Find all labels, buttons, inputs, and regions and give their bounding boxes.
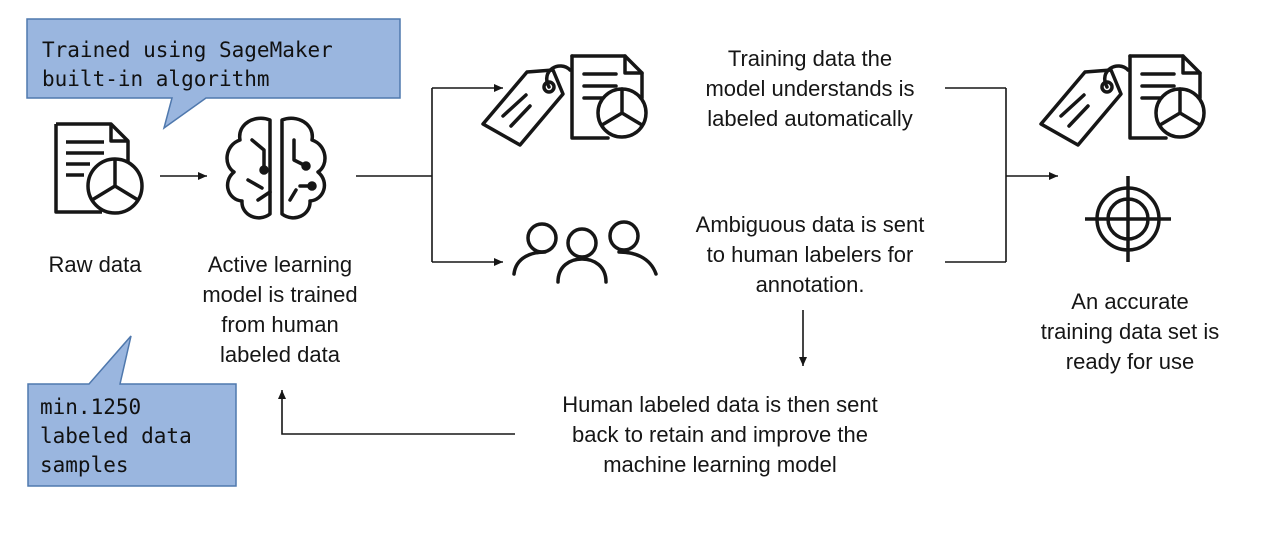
active-model-label: Active learning model is trained from hu… [202,252,358,367]
result-label: An accurate training data set is ready f… [1040,289,1220,374]
callout-top-text: Trained using SageMaker built-in algorit… [42,38,333,91]
people-group-icon [512,220,658,284]
callout-bottom [27,335,237,487]
document-pie-chart-icon [54,122,144,215]
tagged-document-icon-result [1039,54,1206,147]
ambiguous-label: Ambiguous data is sent to human labelers… [695,212,925,297]
tagged-document-icon [481,54,648,147]
callout-top [26,18,401,130]
brain-circuit-icon [225,116,327,220]
target-crosshair-icon [1085,176,1171,262]
raw-data-label: Raw data [48,252,142,277]
auto-labeled-label: Training data the model understands is l… [705,46,915,131]
callout-bottom-text: min.1250 labeled data samples [40,395,192,477]
feedback-label: Human labeled data is then sent back to … [562,392,878,477]
connectors [160,84,1058,435]
arrow-feedback-to-model [278,390,515,435]
